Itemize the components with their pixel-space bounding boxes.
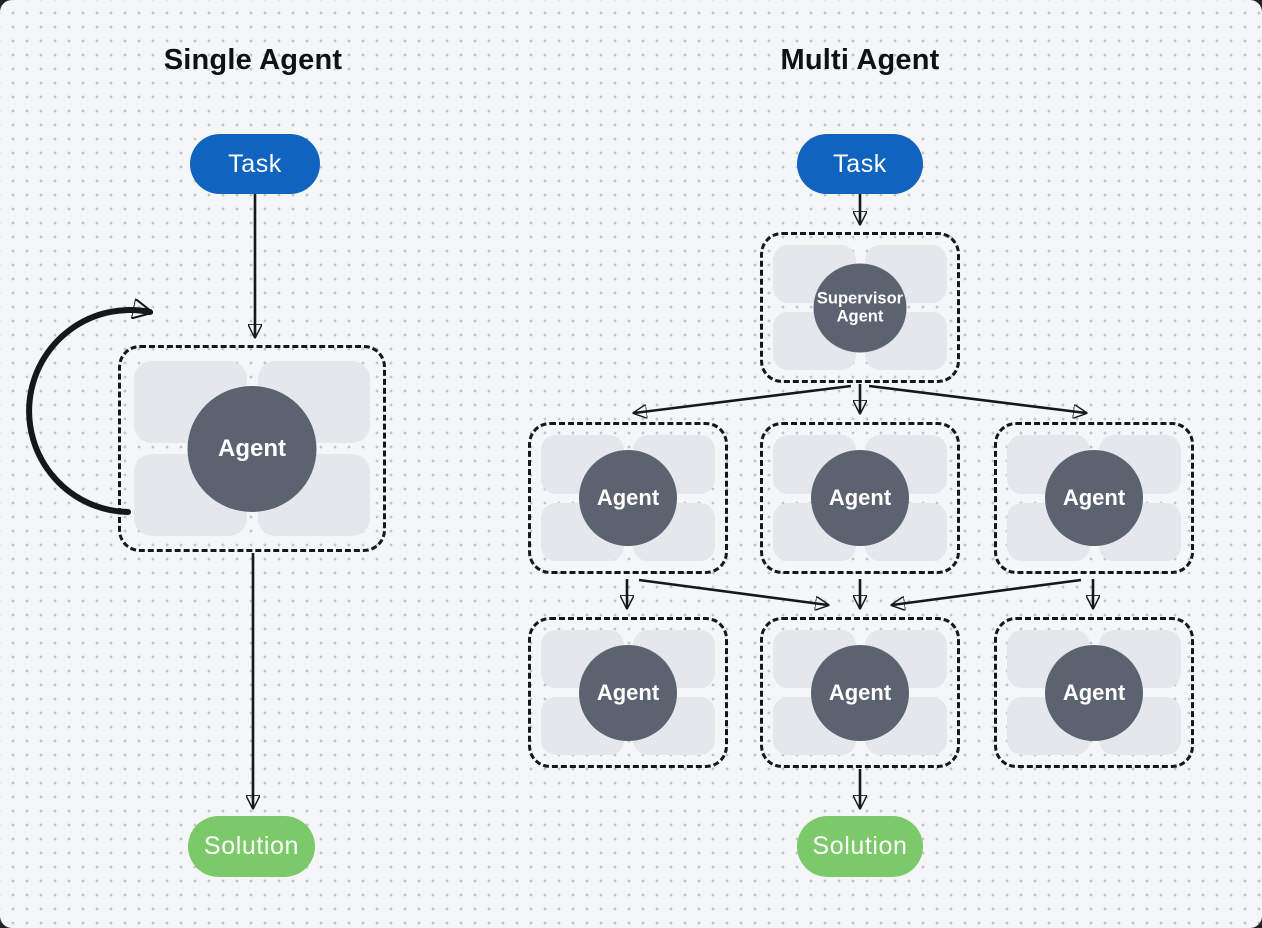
multi-agent-title: Multi Agent xyxy=(780,44,940,76)
worker-agent-cluster-2: Agent xyxy=(760,422,960,574)
worker-agent-node-1: Agent xyxy=(579,450,677,546)
single-solution-label: Solution xyxy=(203,832,300,860)
supervisor-label-line1: Supervisor xyxy=(816,289,904,308)
worker-agent-node-4: Agent xyxy=(579,644,677,741)
single-task-label: Task xyxy=(228,149,282,178)
worker-agent-node-6: Agent xyxy=(1045,644,1143,741)
worker-agent-node-2: Agent xyxy=(811,450,909,546)
single-agent-node: Agent xyxy=(187,385,317,512)
supervisor-agent-node: Supervisor Agent xyxy=(813,263,907,352)
worker-agent-label: Agent xyxy=(596,679,660,705)
arrow-supervisor-to-worker3 xyxy=(868,384,1086,413)
supervisor-label-line2: Agent xyxy=(836,307,884,326)
worker-agent-cluster-4: Agent xyxy=(528,617,728,768)
single-solution-node: Solution xyxy=(188,816,315,877)
worker-agent-node-3: Agent xyxy=(1045,450,1143,546)
single-agent-title: Single Agent xyxy=(163,44,343,76)
single-task-node: Task xyxy=(190,134,320,194)
worker-agent-cluster-1: Agent xyxy=(528,422,728,574)
worker-agent-cluster-5: Agent xyxy=(760,617,960,768)
multi-solution-label: Solution xyxy=(812,832,908,860)
worker-agent-cluster-3: Agent xyxy=(994,422,1194,574)
worker-agent-cluster-6: Agent xyxy=(994,617,1194,768)
arrow-worker1-to-worker5 xyxy=(638,578,828,605)
single-agent-label: Agent xyxy=(218,434,286,462)
supervisor-agent-cluster: Supervisor Agent xyxy=(760,232,960,383)
multi-solution-node: Solution xyxy=(797,816,923,877)
worker-agent-label: Agent xyxy=(596,485,660,510)
single-agent-cluster: Agent xyxy=(118,345,386,552)
arrow-worker3-to-worker5 xyxy=(892,578,1082,605)
worker-agent-label: Agent xyxy=(828,679,892,705)
multi-task-node: Task xyxy=(797,134,923,194)
worker-agent-label: Agent xyxy=(1062,679,1126,705)
worker-agent-node-5: Agent xyxy=(811,644,909,741)
multi-task-label: Task xyxy=(833,149,887,178)
worker-agent-label: Agent xyxy=(828,485,892,510)
arrow-supervisor-to-worker1 xyxy=(634,384,852,413)
worker-agent-label: Agent xyxy=(1062,485,1126,510)
